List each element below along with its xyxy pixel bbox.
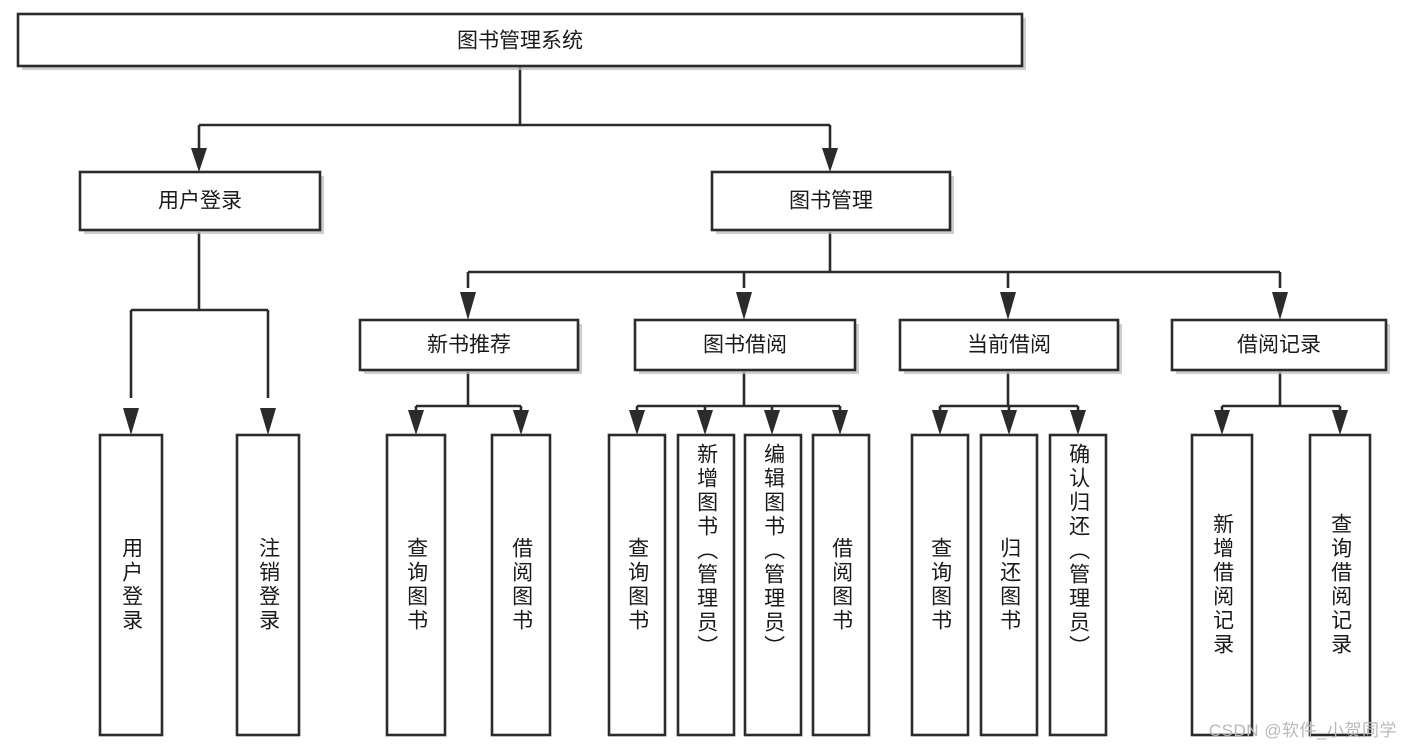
book-management-box[interactable]: [710, 170, 952, 232]
connector-layer: [123, 66, 1348, 435]
leaf-box-user-login[interactable]: [98, 433, 164, 737]
arrowhead-cb-leaf-1: [932, 410, 948, 435]
borrow-record-label: 借阅记录: [1237, 334, 1321, 357]
arrowhead-leaf-logout: [260, 408, 276, 435]
arrowhead-br-leaf-2: [1332, 410, 1348, 435]
node-book-borrow[interactable]: 图书借阅: [633, 318, 859, 374]
leaf-box-bb-borrow-book[interactable]: [811, 433, 871, 737]
root-label: 图书管理系统: [457, 30, 583, 53]
node-borrow-record[interactable]: 借阅记录: [1170, 318, 1390, 374]
leaf-box-nb-query-book[interactable]: [385, 433, 447, 737]
leaf-box-nb-borrow-book[interactable]: [490, 433, 552, 737]
leaf-box-br-query-record[interactable]: [1308, 433, 1372, 737]
leaf-box-cb-query-book[interactable]: [910, 433, 970, 737]
arrowhead-current-borrow: [1000, 292, 1016, 320]
node-current-borrow[interactable]: 当前借阅: [898, 318, 1122, 374]
user-login-label: 用户登录: [158, 190, 242, 213]
node-new-book-recommend[interactable]: 新书推荐: [358, 318, 582, 374]
current-borrow-box[interactable]: [898, 318, 1120, 372]
new-book-recommend-label: 新书推荐: [427, 334, 511, 357]
arrowhead-user-login: [191, 148, 207, 172]
leaf-box-br-add-record[interactable]: [1190, 433, 1254, 737]
current-borrow-label: 当前借阅: [967, 334, 1051, 357]
arrowhead-book-mgmt: [822, 148, 838, 172]
leaf-box-cb-return-book[interactable]: [979, 433, 1039, 737]
arrowhead-leaf-user-login: [123, 408, 139, 435]
arrowhead-cb-leaf-3: [1070, 410, 1086, 435]
root-box[interactable]: [16, 12, 1024, 68]
arrowhead-bb-leaf-3: [764, 410, 780, 435]
leaf-box-cb-confirm-return[interactable]: [1048, 433, 1108, 737]
leaf-box-layer: [98, 433, 1372, 737]
new-book-recommend-box[interactable]: [358, 318, 580, 372]
arrowhead-br-leaf-1: [1214, 410, 1230, 435]
book-management-label: 图书管理: [789, 190, 873, 213]
borrow-record-box[interactable]: [1170, 318, 1388, 372]
book-borrow-box[interactable]: [633, 318, 857, 372]
arrowhead-bb-leaf-1: [629, 410, 645, 435]
node-book-management[interactable]: 图书管理: [710, 170, 954, 234]
leaf-box-bb-add-book[interactable]: [676, 433, 736, 737]
leaf-box-logout[interactable]: [235, 433, 301, 737]
arrowhead-nb-leaf-1: [408, 410, 424, 435]
node-root[interactable]: 图书管理系统: [16, 12, 1026, 70]
leaf-box-bb-edit-book[interactable]: [743, 433, 803, 737]
arrowhead-cb-leaf-2: [1001, 410, 1017, 435]
leaf-box-bb-query-book[interactable]: [607, 433, 667, 737]
arrowhead-nb-leaf-2: [513, 410, 529, 435]
book-borrow-label: 图书借阅: [703, 334, 787, 357]
node-user-login[interactable]: 用户登录: [78, 170, 324, 234]
watermark-text: CSDN @软件_小贺同学: [1208, 721, 1397, 740]
arrowhead-book-borrow: [736, 292, 752, 320]
arrowhead-new-book: [460, 292, 476, 320]
user-login-box[interactable]: [78, 170, 322, 232]
arrowhead-bb-leaf-2: [697, 410, 713, 435]
arrowhead-bb-leaf-4: [832, 410, 848, 435]
arrowhead-borrow-record: [1272, 292, 1288, 320]
